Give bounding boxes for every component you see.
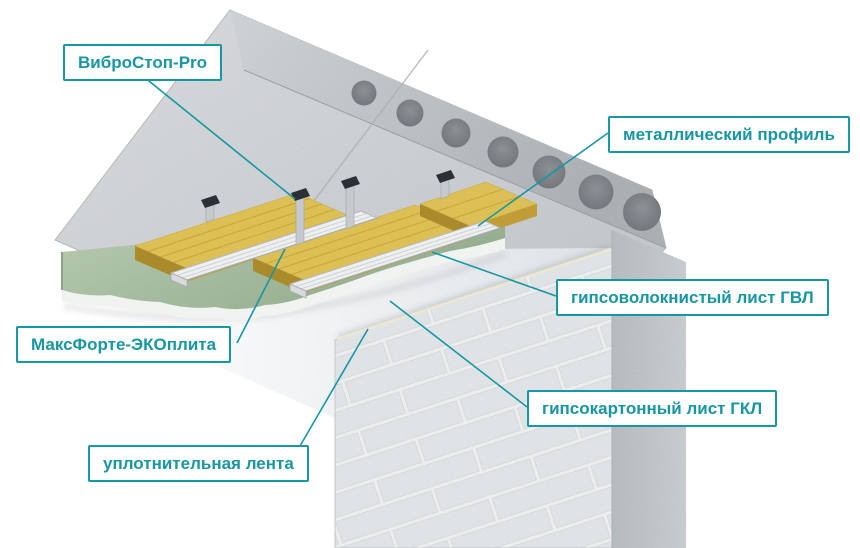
wool-texture-lines	[147, 198, 335, 263]
perimeter-tape	[336, 247, 612, 341]
vibration-hanger	[291, 188, 310, 246]
leader-line-tape	[299, 328, 369, 447]
vibration-pad	[341, 176, 360, 189]
vibration-pad	[436, 170, 455, 183]
vibration-pad	[201, 195, 220, 208]
callout-vibrostop-pro: ВиброСтоп-Pro	[63, 44, 223, 81]
callout-gvl-sheet: гипсоволокнистый лист ГВЛ	[556, 279, 829, 316]
gvl-cut-edge-band	[62, 238, 505, 321]
callout-label: гипсокартонный лист ГКЛ	[542, 399, 763, 418]
profile-end-cap	[170, 272, 188, 288]
vibration-hanger	[201, 195, 220, 223]
callout-label: ВиброСтоп-Pro	[78, 53, 208, 72]
profile-bottom-edge	[305, 227, 501, 292]
column-grain-texture	[612, 230, 686, 548]
wall-end-face	[611, 230, 686, 548]
vibration-pad	[291, 188, 310, 201]
profile-ribs	[295, 223, 496, 290]
callout-label: МаксФорте-ЭКОплита	[31, 335, 217, 354]
callout-label: гипсоволокнистый лист ГВЛ	[571, 288, 814, 307]
callout-maxforte-ecoplita: МаксФорте-ЭКОплита	[16, 326, 232, 363]
leader-line-metal-profile	[477, 132, 609, 227]
leader-line-maxforte	[236, 248, 286, 344]
wool-texture-lines	[265, 210, 454, 275]
callout-label: уплотнительная лента	[103, 454, 294, 473]
metal-profile-channel	[288, 220, 502, 299]
vibration-hanger	[341, 176, 360, 230]
callout-sealing-tape: уплотнительная лента	[88, 445, 309, 482]
wool-texture-lines	[436, 188, 520, 219]
leader-line-vibrostop	[143, 76, 296, 200]
leader-lines	[143, 76, 609, 447]
profile-ribs	[176, 213, 373, 279]
profile-end-cap	[289, 283, 307, 299]
block-wall	[334, 247, 613, 548]
hanger-stem	[295, 192, 305, 246]
metal-profiles	[169, 210, 502, 299]
vibration-hangers	[201, 170, 455, 246]
leader-line-gvl	[431, 251, 557, 297]
wall-grain-texture	[335, 248, 612, 548]
metal-profile-channel	[169, 210, 379, 288]
leader-line-gkl	[389, 300, 528, 408]
callout-gkl-sheet: гипсокартонный лист ГКЛ	[527, 390, 778, 427]
vibration-hanger	[436, 170, 455, 200]
profile-bottom-edge	[186, 217, 378, 281]
callout-label: металлический профиль	[623, 125, 835, 144]
callout-metal-profile: металлический профиль	[608, 116, 850, 153]
